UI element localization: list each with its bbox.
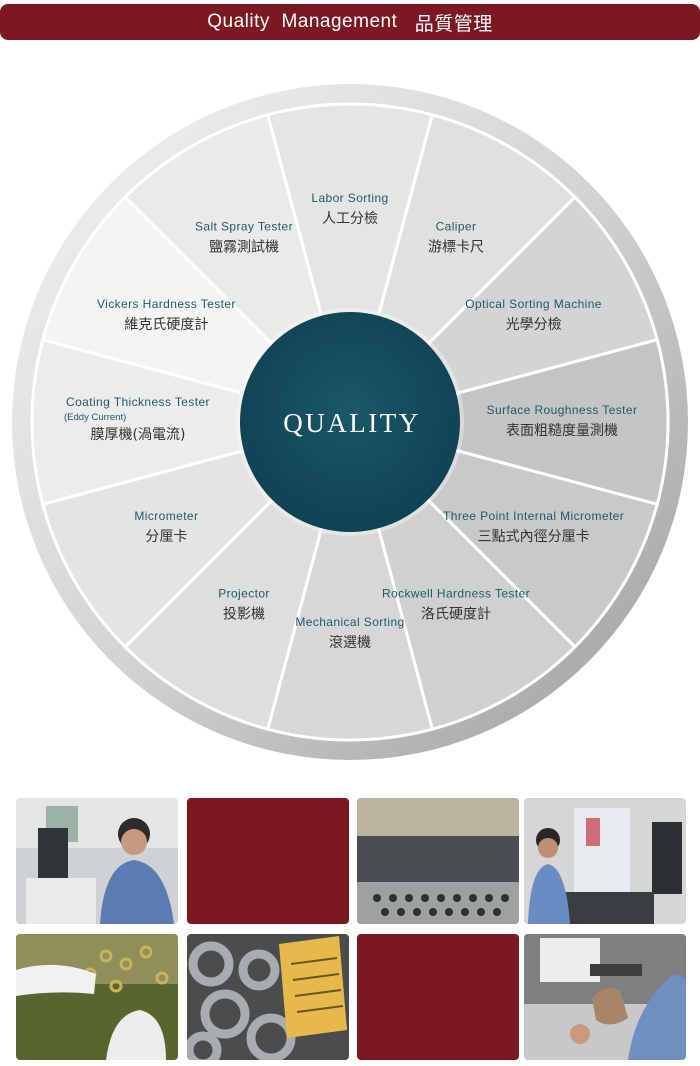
optical-machine-operator-photo bbox=[524, 798, 686, 924]
photo-sorting-conveyor bbox=[357, 798, 519, 924]
segment-chinese-label: 分厘卡 bbox=[145, 529, 187, 545]
segment-english-label: Coating Thickness Tester bbox=[66, 395, 210, 409]
photo-hardness-tester bbox=[16, 798, 178, 924]
segment-chinese-label: 膜厚機(渦電流) bbox=[91, 427, 186, 443]
segment-chinese-label: 人工分檢 bbox=[322, 210, 378, 227]
washers-with-tag-photo bbox=[187, 934, 349, 1060]
segment-chinese-label: 維克氏硬度計 bbox=[124, 317, 208, 333]
inspection-hands-photo bbox=[524, 934, 686, 1060]
blank-red-tile-1 bbox=[187, 798, 349, 924]
photo-inspection-hands bbox=[524, 934, 686, 1060]
segment-chinese-label: 光學分檢 bbox=[506, 316, 562, 333]
title-english: Quality Management bbox=[207, 11, 398, 32]
segment-sub-label: (Eddy Current) bbox=[64, 412, 126, 423]
segment-english-label: Three Point Internal Micrometer bbox=[443, 509, 624, 523]
wheel-segment bbox=[265, 416, 435, 742]
photo-optical-machine bbox=[524, 798, 686, 924]
segment-english-label: Labor Sorting bbox=[311, 191, 388, 205]
center-label: QUALITY bbox=[283, 408, 420, 438]
photo-gloved-hand bbox=[16, 934, 178, 1060]
segment-chinese-label: 投影機 bbox=[223, 607, 265, 623]
segment-chinese-label: 滾選機 bbox=[329, 635, 371, 651]
photo-washers-tag bbox=[187, 934, 349, 1060]
segment-english-label: Projector bbox=[218, 587, 270, 601]
photo-grid bbox=[16, 798, 686, 1060]
segment-chinese-label: 游標卡尺 bbox=[428, 239, 484, 255]
segment-english-label: Caliper bbox=[436, 219, 477, 233]
segment-chinese-label: 表面粗糙度量測機 bbox=[506, 423, 618, 439]
wheel-segment bbox=[265, 102, 435, 428]
segment-english-label: Mechanical Sorting bbox=[295, 615, 404, 629]
quality-hub bbox=[240, 312, 460, 532]
segment-english-label: Vickers Hardness Tester bbox=[97, 297, 236, 311]
segment-english-label: Surface Roughness Tester bbox=[487, 403, 638, 417]
gloved-hand-washers-photo bbox=[16, 934, 178, 1060]
title-chinese: 品質管理 bbox=[414, 13, 493, 35]
blank-red-tile-2 bbox=[357, 934, 519, 1060]
sorting-conveyor-photo bbox=[357, 798, 519, 924]
segment-english-label: Optical Sorting Machine bbox=[465, 297, 602, 311]
quality-wheel: QUALITY Labor Sorting 人工分檢 Caliper 游標卡尺 Opti… bbox=[12, 84, 688, 760]
segment-chinese-label: 三點式內徑分厘卡 bbox=[478, 529, 590, 545]
segment-english-label: Rockwell Hardness Tester bbox=[382, 587, 530, 601]
segment-chinese-label: 鹽霧測試機 bbox=[209, 239, 279, 255]
wheel-segment bbox=[30, 337, 356, 507]
segment-english-label: Micrometer bbox=[134, 509, 198, 523]
segment-english-label: Salt Spray Tester bbox=[195, 219, 293, 233]
wheel-segment bbox=[344, 337, 670, 507]
hardness-tester-operator-photo bbox=[16, 798, 178, 924]
title-bar: Quality Management 品質管理 bbox=[0, 4, 700, 40]
segment-chinese-label: 洛氏硬度計 bbox=[421, 607, 491, 623]
